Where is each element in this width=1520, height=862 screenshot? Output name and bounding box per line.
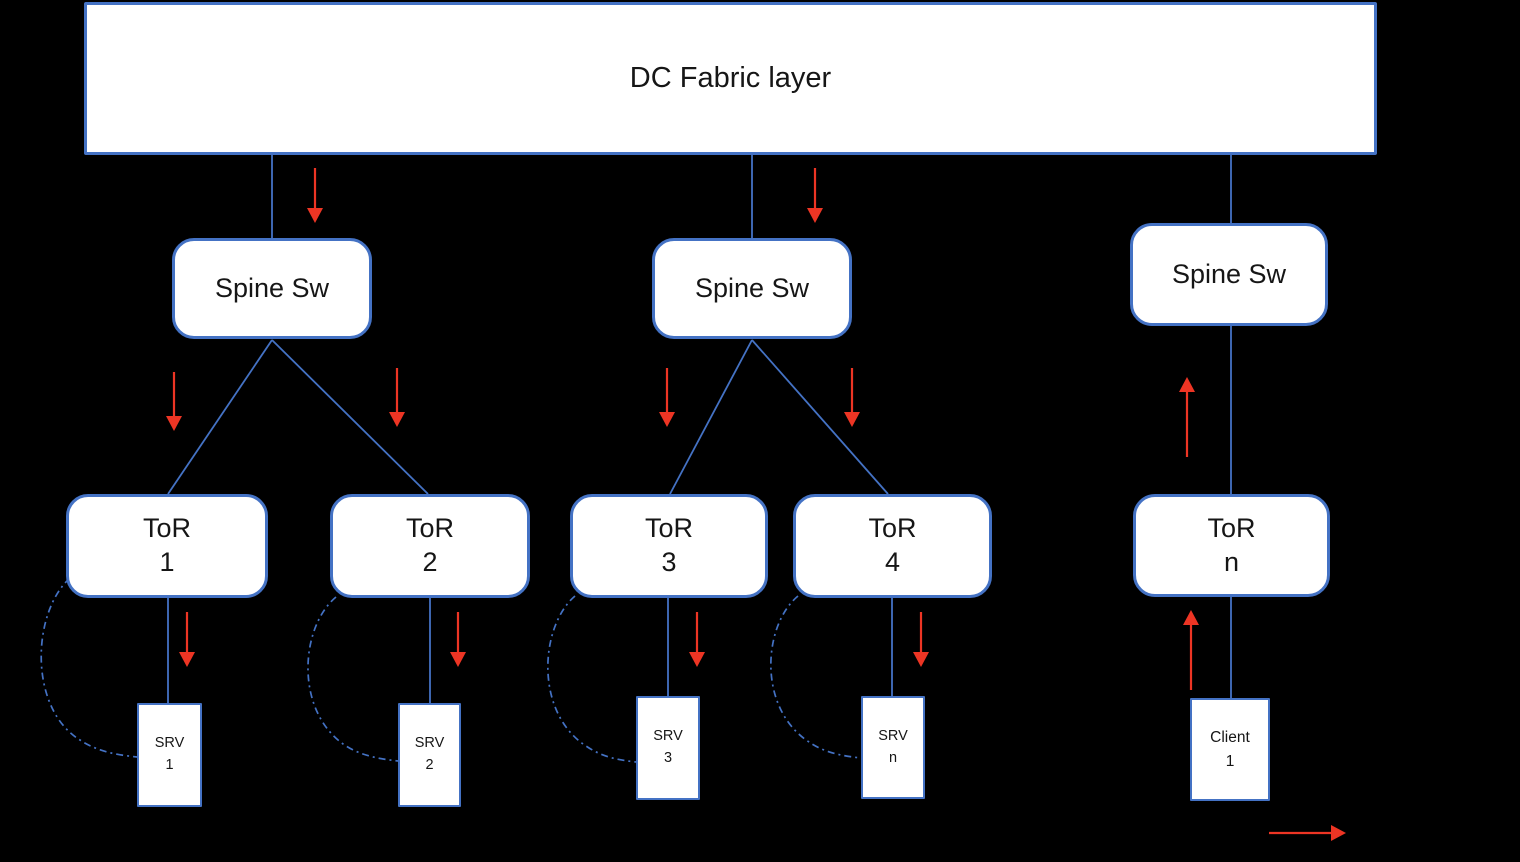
arrow-down-spine1-tor1 <box>166 372 182 431</box>
spine-switch-2-label: Spine Sw <box>694 273 810 303</box>
tor-3-label: ToR <box>644 513 693 544</box>
server-1-number: 1 <box>165 757 174 773</box>
client-1-number: 1 <box>1225 752 1235 770</box>
spine-switch-2-node: Spine Sw <box>652 238 852 339</box>
tor-switch-n-node: ToR n <box>1133 494 1330 597</box>
arrow-down-spine1-tor2 <box>389 368 405 427</box>
spine-switch-n-node: Spine Sw <box>1130 223 1328 326</box>
spine-switch-1-label: Spine Sw <box>214 273 330 303</box>
dc-fabric-layer-label: DC Fabric layer <box>629 62 832 94</box>
server-2-label: SRV <box>414 735 445 752</box>
link-spine2-tor3 <box>669 339 753 495</box>
tor-n-number: n <box>1223 546 1240 577</box>
loop-tor4-srvn <box>770 595 862 759</box>
tor-switch-1-node: ToR 1 <box>66 494 268 598</box>
loop-tor3-srv3 <box>547 595 637 763</box>
arrow-right-bottom <box>1269 825 1346 841</box>
loop-tor1-srv1 <box>40 577 138 758</box>
arrow-down-fabric-spine1 <box>307 168 323 223</box>
arrow-down-spine2-tor4 <box>844 368 860 427</box>
arrow-up-client1-torn <box>1183 610 1199 690</box>
tor-2-label: ToR <box>405 513 454 544</box>
tor-4-number: 4 <box>884 547 901 577</box>
client-1-node: Client 1 <box>1190 698 1270 801</box>
tor-switch-2-node: ToR 2 <box>330 494 530 598</box>
arrow-down-tor2-srv2 <box>450 612 466 667</box>
tor-switch-4-node: ToR 4 <box>793 494 992 598</box>
server-2-node: SRV 2 <box>398 703 461 807</box>
arrow-up-torn-spine3 <box>1179 377 1195 457</box>
spine-switch-n-label: Spine Sw <box>1171 259 1287 289</box>
dc-fabric-layer-node: DC Fabric layer <box>84 2 1377 155</box>
tor-1-number: 1 <box>159 547 175 577</box>
client-1-label: Client <box>1210 729 1250 747</box>
server-n-label: SRV <box>878 727 908 744</box>
tor-2-number: 2 <box>422 547 438 577</box>
server-3-node: SRV 3 <box>636 696 700 800</box>
tor-3-number: 3 <box>661 547 677 577</box>
spine-switch-1-node: Spine Sw <box>172 238 372 339</box>
server-3-number: 3 <box>663 750 673 766</box>
link-spine1-tor2 <box>271 339 429 495</box>
arrow-down-spine2-tor3 <box>659 368 675 427</box>
arrow-down-tor3-srv3 <box>689 612 705 667</box>
server-3-label: SRV <box>653 728 683 745</box>
server-1-node: SRV 1 <box>137 703 202 807</box>
link-spine2-tor4 <box>751 339 889 495</box>
server-n-number: n <box>888 749 898 766</box>
arrow-down-fabric-spine2 <box>807 168 823 223</box>
loop-tor2-srv2 <box>307 596 399 762</box>
tor-1-label: ToR <box>142 513 191 544</box>
arrow-down-tor1-srv1 <box>179 612 195 667</box>
tor-4-label: ToR <box>868 513 917 544</box>
arrow-down-tor4-srvn <box>913 612 929 667</box>
server-1-label: SRV <box>154 735 185 752</box>
server-2-number: 2 <box>425 757 434 773</box>
server-n-node: SRV n <box>861 696 925 799</box>
tor-n-label: ToR <box>1207 512 1256 543</box>
tor-switch-3-node: ToR 3 <box>570 494 768 598</box>
link-spine1-tor1 <box>167 339 273 495</box>
